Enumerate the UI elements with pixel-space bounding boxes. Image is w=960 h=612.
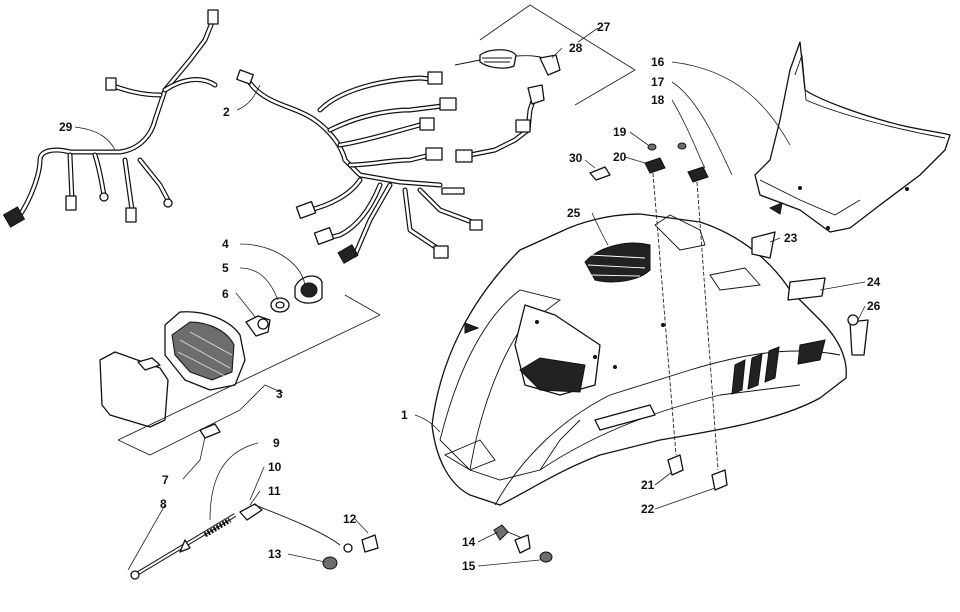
callout-27: 27 — [597, 20, 611, 34]
callout-26: 26 — [867, 299, 881, 313]
sub-harness — [2, 9, 219, 228]
headlight-adjuster — [130, 423, 379, 580]
callout-30: 30 — [569, 151, 583, 165]
callout-8: 8 — [160, 497, 167, 511]
callout-3: 3 — [276, 387, 283, 401]
callout-2: 2 — [223, 105, 230, 119]
callout-15: 15 — [462, 559, 476, 573]
callout-12: 12 — [343, 512, 357, 526]
callout-23: 23 — [784, 231, 798, 245]
windshield — [754, 41, 951, 233]
wiring-harness — [236, 69, 483, 264]
leader-lines — [74, 27, 866, 571]
mounting-hardware — [464, 142, 869, 563]
callout-19: 19 — [613, 125, 627, 139]
callout-5: 5 — [222, 261, 229, 275]
callout-28: 28 — [569, 41, 583, 55]
callout-16: 16 — [651, 55, 665, 69]
callout-6: 6 — [222, 287, 229, 301]
callout-20: 20 — [613, 150, 627, 164]
callout-22: 22 — [641, 502, 655, 516]
callout-4: 4 — [222, 237, 229, 251]
switch-harness — [454, 4, 636, 163]
callout-labels: 1 2 3 4 5 6 7 8 9 10 11 12 13 14 15 16 1… — [59, 20, 881, 573]
callout-18: 18 — [651, 93, 665, 107]
hood-assembly — [431, 213, 847, 506]
callout-9: 9 — [273, 436, 280, 450]
callout-14: 14 — [462, 535, 476, 549]
callout-7: 7 — [162, 473, 169, 487]
callout-17: 17 — [651, 75, 665, 89]
callout-24: 24 — [867, 275, 881, 289]
callout-10: 10 — [268, 460, 282, 474]
callout-13: 13 — [268, 547, 282, 561]
callout-25: 25 — [567, 206, 581, 220]
headlight-assembly — [99, 275, 381, 456]
callout-11: 11 — [268, 484, 281, 498]
callout-1: 1 — [401, 408, 408, 422]
callout-21: 21 — [641, 478, 655, 492]
callout-29: 29 — [59, 120, 73, 134]
